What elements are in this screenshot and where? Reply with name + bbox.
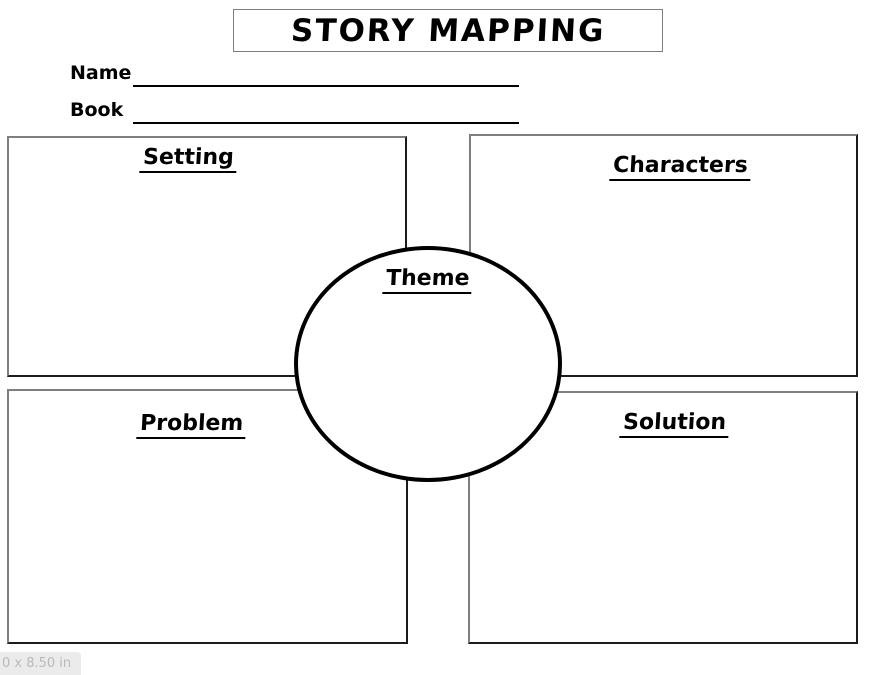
theme-circle: Theme <box>294 246 562 482</box>
theme-content-area[interactable] <box>328 310 528 458</box>
title-box: STORY MAPPING <box>233 9 663 52</box>
name-input-line[interactable] <box>133 63 519 87</box>
name-label: Name <box>70 62 132 84</box>
theme-label: Theme <box>382 266 474 294</box>
book-input-line[interactable] <box>133 100 519 124</box>
problem-content-area[interactable] <box>13 431 402 638</box>
solution-content-area[interactable] <box>474 433 852 638</box>
page-title: STORY MAPPING <box>289 12 607 49</box>
page-size-badge: 0 x 8.50 in <box>0 652 82 675</box>
book-label: Book <box>70 99 124 121</box>
setting-label-row: Setting <box>9 145 405 173</box>
setting-label: Setting <box>138 145 238 173</box>
